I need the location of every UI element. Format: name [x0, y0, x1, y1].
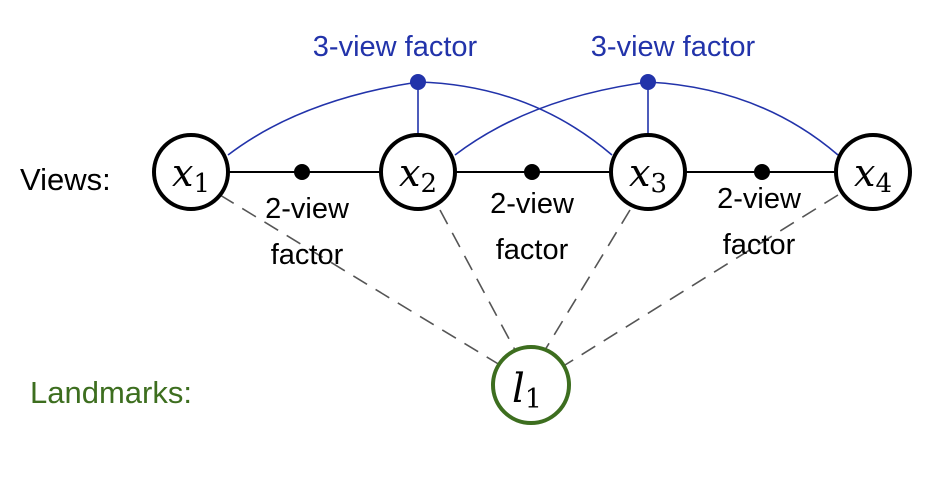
two-view-label-line1: 2-view — [717, 183, 802, 215]
two-view-label-line1: 2-view — [265, 193, 350, 225]
view-node-subscript: 2 — [420, 169, 437, 199]
landmark-edge-x2 — [439, 209, 516, 351]
two-view-label-line2: factor — [271, 239, 344, 271]
svg-text:x3: x3 — [629, 151, 667, 199]
view-node-symbol: x — [399, 151, 420, 195]
view-node-x3: x3 — [609, 133, 687, 211]
two-view-factor-dot-1 — [294, 164, 310, 180]
two-view-factor-dot-2 — [524, 164, 540, 180]
svg-text:l1: l1 — [512, 366, 542, 415]
landmark-node-l1: l1 — [491, 345, 571, 425]
view-node-x4: x4 — [834, 133, 912, 211]
two-view-factor-label-2: 2-view factor — [490, 188, 575, 266]
landmark-edge-x1 — [219, 194, 501, 366]
view-node-subscript: 3 — [650, 169, 667, 199]
two-view-label-line2: factor — [496, 234, 569, 266]
three-view-factor-dot-1 — [410, 74, 426, 90]
views-row-label: Views: — [20, 162, 111, 197]
two-view-factor-dot-3 — [754, 164, 770, 180]
view-node-symbol: x — [854, 151, 875, 195]
view-node-subscript: 1 — [193, 169, 210, 199]
three-view-factor-dot-2 — [640, 74, 656, 90]
svg-text:x1: x1 — [172, 151, 210, 199]
view-node-symbol: x — [172, 151, 193, 195]
two-view-label-line1: 2-view — [490, 188, 575, 220]
svg-text:x4: x4 — [854, 151, 892, 199]
landmarks-row-label: Landmarks: — [30, 375, 192, 410]
three-view-factor-label-2: 3-view factor — [591, 31, 756, 63]
view-node-x2: x2 — [379, 133, 457, 211]
two-view-factor-label-3: 2-view factor — [717, 183, 802, 261]
view-node-subscript: 4 — [875, 169, 892, 199]
three-view-factor-label-1: 3-view factor — [313, 31, 478, 63]
two-view-factor-label-1: 2-view factor — [265, 193, 350, 271]
two-view-label-line2: factor — [723, 229, 796, 261]
view-node-x1: x1 — [152, 133, 230, 211]
svg-text:x2: x2 — [399, 151, 437, 199]
landmark-edge-x3 — [544, 209, 631, 351]
view-node-symbol: x — [629, 151, 650, 195]
landmark-edge-x4 — [564, 194, 839, 366]
landmark-node-symbol: l — [512, 366, 525, 412]
landmark-node-subscript: 1 — [525, 384, 542, 415]
